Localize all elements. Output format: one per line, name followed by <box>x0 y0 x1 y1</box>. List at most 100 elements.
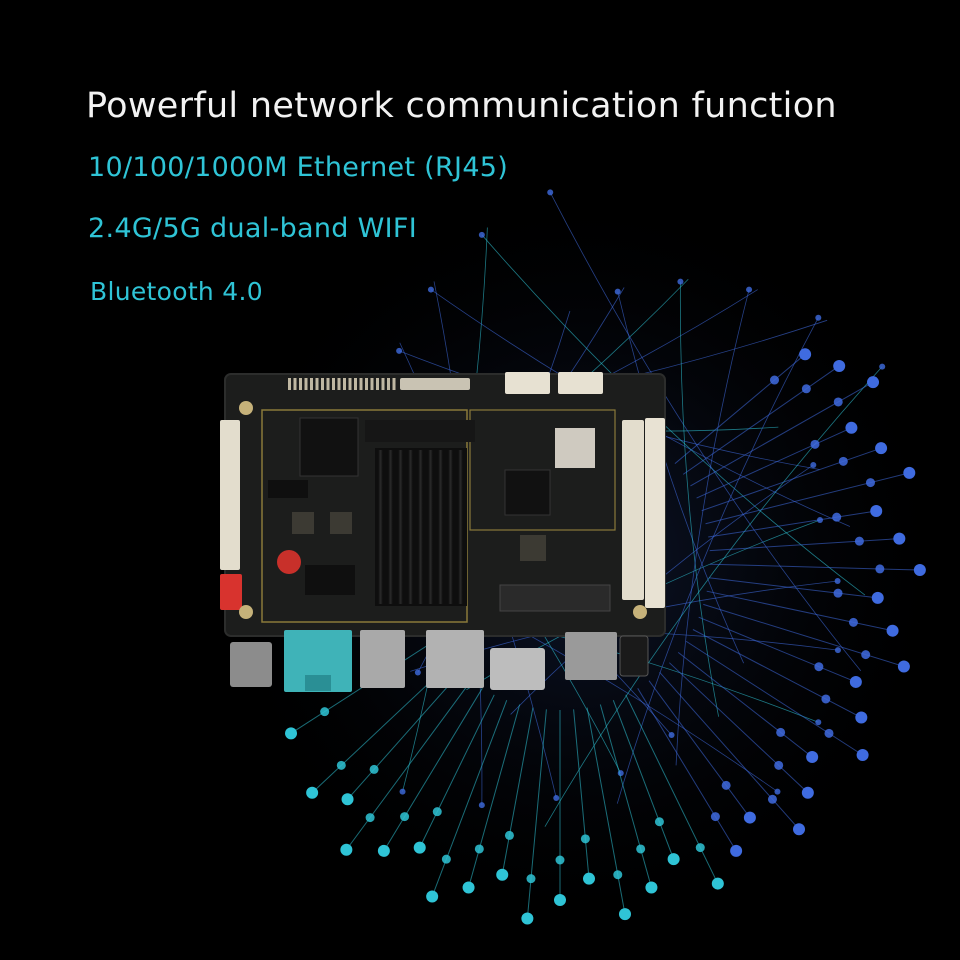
ray-dot <box>341 793 354 806</box>
heatsink-fin <box>428 450 433 604</box>
ray-dot <box>903 466 916 479</box>
header-pin <box>343 378 346 390</box>
globe-node <box>547 189 554 196</box>
ray-dot <box>845 421 858 434</box>
header-pin <box>376 378 379 390</box>
audio-jack <box>619 635 649 677</box>
ray-dot <box>893 532 906 545</box>
ray-dot <box>504 830 514 840</box>
header-pin <box>321 378 324 390</box>
ray-dot <box>369 764 379 774</box>
inductor-3 <box>520 535 546 561</box>
ray-line <box>708 577 878 599</box>
ray-line <box>685 640 863 756</box>
side-connector-right <box>622 420 644 600</box>
ray-dot <box>413 841 426 854</box>
ray-dot <box>710 812 720 822</box>
ray-dot <box>801 786 814 799</box>
m2-slot <box>499 584 611 612</box>
side-connector-right-2 <box>645 418 665 608</box>
ray-dot <box>855 711 868 724</box>
radial-dot-rays <box>285 348 926 925</box>
ray-line <box>701 447 882 512</box>
ray-dot <box>848 617 858 627</box>
ray-dot <box>833 397 843 407</box>
white-connector-2 <box>558 372 603 394</box>
ray-line <box>599 704 652 888</box>
globe-node <box>414 669 421 676</box>
ray-dot <box>711 877 724 890</box>
mainboard-photo <box>220 372 666 692</box>
mount-hole-2 <box>239 605 253 619</box>
ray-dot <box>441 854 451 864</box>
header-pin <box>381 378 385 390</box>
globe-node <box>553 794 560 801</box>
ray-dot <box>833 588 843 598</box>
ray-dot <box>875 564 885 574</box>
globe-node <box>396 347 403 354</box>
ray-dot <box>365 813 375 823</box>
globe-arc <box>544 366 883 827</box>
ray-dot <box>886 624 899 637</box>
ray-dot <box>849 675 862 688</box>
ray-dot <box>838 456 848 466</box>
header-pin <box>326 378 330 390</box>
globe-node <box>427 286 434 293</box>
ray-dot <box>618 908 631 921</box>
globe-node <box>834 647 841 654</box>
ray-dot <box>462 881 475 894</box>
ray-line <box>345 680 472 851</box>
ray-dot <box>867 376 880 389</box>
ray-dot <box>526 874 536 884</box>
heatsink-fin <box>388 450 393 604</box>
ray-line <box>705 472 910 525</box>
ray-dot <box>743 811 756 824</box>
header-pin <box>304 378 308 390</box>
header-pin <box>310 378 313 390</box>
soc-chip <box>299 417 359 477</box>
ray-line <box>682 365 840 475</box>
globe-arc <box>675 289 750 766</box>
side-connector-left <box>220 420 240 570</box>
ray-line <box>648 680 751 818</box>
header-pin <box>315 378 319 390</box>
ray-line <box>347 671 461 800</box>
mount-hole-3 <box>633 605 647 619</box>
heatsink-fins <box>378 450 463 604</box>
ray-line <box>612 700 675 860</box>
feature-ethernet: 10/100/1000M Ethernet (RJ45) <box>88 152 509 183</box>
ray-dot <box>555 855 565 865</box>
ray-dot <box>769 375 779 385</box>
ray-dot <box>400 812 410 822</box>
ray-line <box>383 688 483 852</box>
hdmi-port-icon <box>426 630 484 688</box>
header-pin <box>370 378 374 390</box>
ray-dot <box>377 844 390 857</box>
globe-node <box>668 732 675 739</box>
ray-dot <box>767 794 777 804</box>
ray-dot <box>774 760 784 770</box>
feature-bluetooth: Bluetooth 4.0 <box>90 277 263 306</box>
heatsink-fin <box>378 450 383 604</box>
globe-node <box>815 314 822 321</box>
ray-dot <box>432 807 442 817</box>
ray-line <box>703 603 905 667</box>
ray-line <box>706 590 893 632</box>
usb-port-icon <box>360 630 405 688</box>
header-pin <box>293 378 297 390</box>
dc-power-jack <box>230 642 272 687</box>
ray-line <box>709 563 920 571</box>
ray-line <box>501 707 534 875</box>
ray-dot <box>645 881 658 894</box>
mount-hole-1 <box>239 401 253 415</box>
ray-dot <box>776 727 786 737</box>
ray-dot <box>833 359 846 372</box>
chip-small-2 <box>305 565 355 595</box>
ray-dot <box>496 868 509 881</box>
header-pin <box>387 378 390 390</box>
ray-dot <box>897 660 910 673</box>
ray-dot <box>913 564 926 577</box>
ray-line <box>698 616 857 683</box>
ray-line <box>669 662 809 794</box>
